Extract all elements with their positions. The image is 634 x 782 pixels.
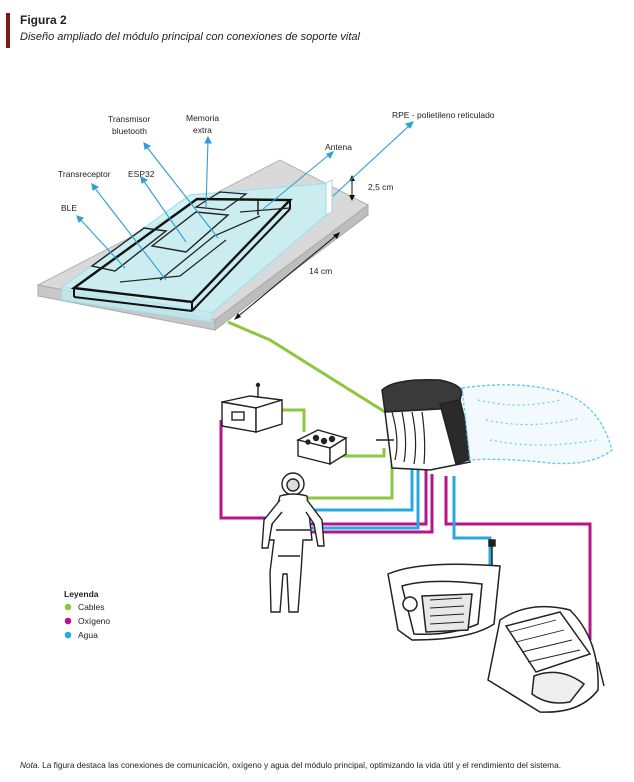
ble-chip — [90, 227, 168, 272]
figure-note: Nota. La figura destaca las conexiones d… — [20, 760, 620, 770]
figure-number: Figura 2 — [20, 13, 67, 27]
esp32-label: ESP32 — [128, 169, 155, 179]
legend-label-cables: Cables — [78, 602, 104, 612]
legend-swatch-agua — [64, 631, 72, 639]
oxygen-lines — [219, 420, 592, 640]
backpack-plss — [376, 378, 475, 471]
legend-title: Leyenda — [64, 589, 99, 599]
legend-swatch-oxigeno — [64, 617, 72, 625]
callout-arrows — [76, 121, 415, 281]
esp32-chip — [150, 211, 230, 253]
transmisor-label-line1: Transmisor — [108, 114, 150, 124]
transmisor-label-line2: bluetooth — [112, 126, 147, 136]
oxygen-storage-unit — [487, 605, 605, 713]
rpe-cover-edge — [325, 179, 333, 216]
module-slab-side — [214, 203, 369, 332]
figure-caption: Diseño ampliado del módulo principal con… — [20, 31, 360, 43]
main-module — [36, 159, 369, 332]
memoria-label-line1: Memoria — [186, 113, 219, 123]
legend-swatch-cables — [64, 603, 72, 611]
note-text: La figura destaca las conexiones de comu… — [39, 760, 562, 770]
legend-label-agua: Agua — [78, 630, 98, 640]
control-pad — [295, 429, 348, 466]
note-prefix: Nota. — [20, 760, 40, 770]
height-dimension-label: 2,5 cm — [368, 182, 394, 192]
legend-label-oxigeno: Oxígeno — [78, 616, 110, 626]
water-storage-unit — [387, 539, 501, 641]
memoria-label-line2: extra — [193, 125, 212, 135]
transreceptor-label: Transreceptor — [58, 169, 111, 179]
figure-accent-bar — [6, 13, 10, 48]
legend: Leyenda Cables Oxígeno Agua — [64, 589, 110, 640]
water-lines — [300, 466, 492, 574]
ble-label: BLE — [61, 203, 77, 213]
collection-bag — [461, 384, 613, 465]
antena-label: Antena — [325, 142, 352, 152]
astronaut — [261, 472, 325, 613]
rpe-label: RPE - polietileno reticulado — [392, 110, 495, 120]
radio-device — [221, 382, 283, 433]
length-dimension-label: 14 cm — [309, 266, 332, 276]
memory-chip — [194, 191, 248, 211]
cable-lines — [227, 320, 394, 500]
